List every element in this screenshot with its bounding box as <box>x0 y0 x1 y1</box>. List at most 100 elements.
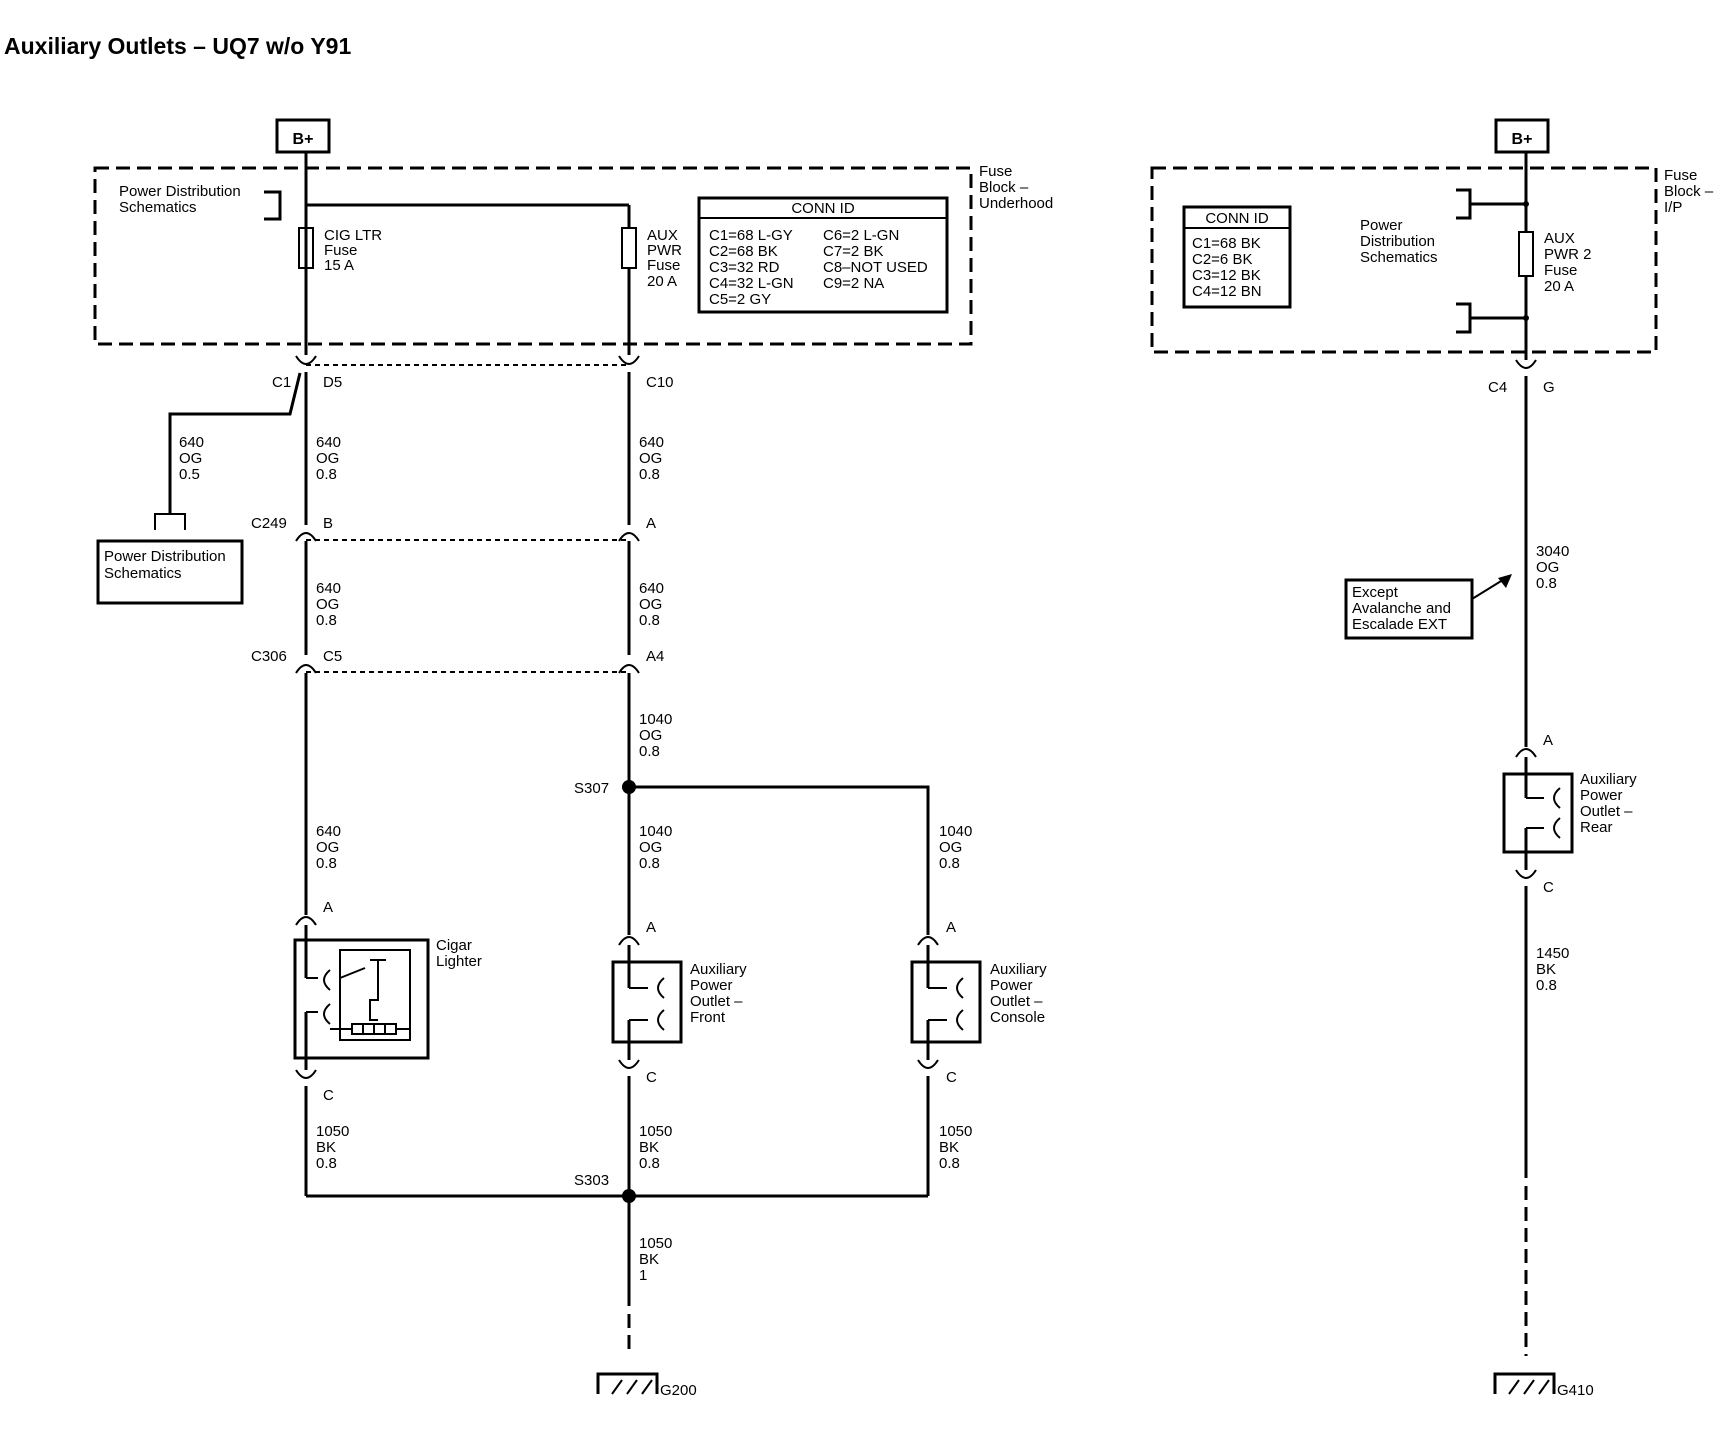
svg-text:Block –: Block – <box>979 179 1029 196</box>
svg-text:Auxiliary: Auxiliary <box>690 961 747 978</box>
svg-text:A: A <box>946 919 956 936</box>
svg-text:B+: B+ <box>293 131 314 148</box>
ground-g200: G200 <box>596 1372 697 1399</box>
svg-text:640: 640 <box>179 434 204 451</box>
svg-text:C2=6 BK: C2=6 BK <box>1192 251 1252 268</box>
svg-text:G410: G410 <box>1557 1382 1594 1399</box>
svg-text:Front: Front <box>690 1009 726 1026</box>
aux-power-outlet-rear: A Auxiliary Power Outlet – Rear C <box>1502 732 1637 896</box>
svg-text:640: 640 <box>316 434 341 451</box>
svg-text:Schematics: Schematics <box>104 565 182 582</box>
svg-text:15 A: 15 A <box>324 257 354 274</box>
svg-text:OG: OG <box>316 450 339 467</box>
svg-text:Schematics: Schematics <box>119 199 197 216</box>
svg-text:0.8: 0.8 <box>1536 977 1557 994</box>
svg-text:Cigar: Cigar <box>436 937 472 954</box>
svg-text:CONN ID: CONN ID <box>1205 210 1269 227</box>
svg-text:C249: C249 <box>251 515 287 532</box>
svg-text:C1: C1 <box>272 374 291 391</box>
aux-power-outlet-console: A Auxiliary Power Outlet – Console C <box>910 919 1047 1086</box>
svg-text:C9=2 NA: C9=2 NA <box>823 275 884 292</box>
svg-text:A: A <box>1543 732 1553 749</box>
svg-text:1040: 1040 <box>639 823 672 840</box>
svg-text:0.8: 0.8 <box>639 1155 660 1172</box>
svg-text:Console: Console <box>990 1009 1045 1026</box>
svg-text:Rear: Rear <box>1580 819 1613 836</box>
svg-text:Power Distribution: Power Distribution <box>104 548 226 565</box>
svg-text:0.8: 0.8 <box>1536 575 1557 592</box>
svg-text:C: C <box>646 1069 657 1086</box>
svg-text:Escalade EXT: Escalade EXT <box>1352 616 1447 633</box>
svg-text:0.8: 0.8 <box>639 743 660 760</box>
svg-text:Except: Except <box>1352 584 1399 601</box>
svg-text:AUX: AUX <box>1544 230 1575 247</box>
conn-id-table-ip: CONN ID C1=68 BK C2=6 BK C3=12 BK C4=12 … <box>1182 205 1292 309</box>
connector-d5-pin <box>295 355 317 365</box>
svg-text:OG: OG <box>639 596 662 613</box>
svg-text:C3=12 BK: C3=12 BK <box>1192 267 1261 284</box>
aux-power-outlet-front: A Auxiliary Power Outlet – Front C <box>611 919 747 1086</box>
svg-text:1450: 1450 <box>1536 945 1569 962</box>
svg-text:0.8: 0.8 <box>639 466 660 483</box>
svg-text:Outlet –: Outlet – <box>690 993 743 1010</box>
svg-text:OG: OG <box>639 450 662 467</box>
svg-text:CONN ID: CONN ID <box>791 200 855 217</box>
svg-text:OG: OG <box>179 450 202 467</box>
svg-text:0.8: 0.8 <box>316 466 337 483</box>
svg-text:C: C <box>323 1087 334 1104</box>
svg-text:OG: OG <box>316 596 339 613</box>
svg-text:0.8: 0.8 <box>316 1155 337 1172</box>
svg-text:C4=12 BN: C4=12 BN <box>1192 283 1262 300</box>
svg-text:C4=32 L-GN: C4=32 L-GN <box>709 275 794 292</box>
svg-text:Fuse: Fuse <box>647 257 680 274</box>
battery-right: B+ <box>1494 118 1550 154</box>
svg-text:B+: B+ <box>1512 131 1533 148</box>
svg-text:640: 640 <box>316 580 341 597</box>
svg-text:OG: OG <box>639 839 662 856</box>
svg-text:C: C <box>1543 879 1554 896</box>
svg-text:Fuse: Fuse <box>324 242 357 259</box>
svg-text:C5: C5 <box>323 648 342 665</box>
svg-text:640: 640 <box>316 823 341 840</box>
svg-text:0.8: 0.8 <box>939 1155 960 1172</box>
svg-text:Auxiliary: Auxiliary <box>1580 771 1637 788</box>
battery-left: B+ <box>275 118 331 154</box>
svg-text:A: A <box>323 899 333 916</box>
svg-text:Block –: Block – <box>1664 183 1714 200</box>
svg-text:0.8: 0.8 <box>939 855 960 872</box>
svg-text:BK: BK <box>1536 961 1556 978</box>
svg-text:Fuse: Fuse <box>1664 167 1697 184</box>
svg-text:AUX: AUX <box>647 227 678 244</box>
svg-text:A: A <box>646 515 656 532</box>
svg-text:1050: 1050 <box>939 1123 972 1140</box>
svg-text:C7=2 BK: C7=2 BK <box>823 243 883 260</box>
svg-text:S303: S303 <box>574 1172 609 1189</box>
svg-text:BK: BK <box>939 1139 959 1156</box>
svg-text:C4: C4 <box>1488 379 1507 396</box>
connector-c249-pin-b <box>295 532 317 542</box>
svg-text:0.8: 0.8 <box>316 612 337 629</box>
svg-text:OG: OG <box>1536 559 1559 576</box>
left-circuit-wires: C1 D5 C10 640 OG 0.5 640 OG 0.8 640 OG 0… <box>96 152 972 935</box>
svg-text:640: 640 <box>639 580 664 597</box>
svg-text:D5: D5 <box>323 374 342 391</box>
svg-text:C6=2 L-GN: C6=2 L-GN <box>823 227 899 244</box>
connector-c10-pin <box>618 355 640 365</box>
svg-text:Outlet –: Outlet – <box>990 993 1043 1010</box>
svg-text:Avalanche and: Avalanche and <box>1352 600 1451 617</box>
aux-pwr2-fuse <box>1518 231 1534 277</box>
svg-text:B: B <box>323 515 333 532</box>
pds-box-left: Power Distribution Schematics <box>96 539 244 605</box>
svg-text:0.5: 0.5 <box>179 466 200 483</box>
svg-text:C10: C10 <box>646 374 674 391</box>
svg-text:PWR: PWR <box>647 242 682 259</box>
svg-text:Underhood: Underhood <box>979 195 1053 212</box>
svg-text:BK: BK <box>316 1139 336 1156</box>
svg-text:20 A: 20 A <box>647 273 677 290</box>
svg-text:S307: S307 <box>574 780 609 797</box>
aux-pwr-fuse <box>621 227 637 269</box>
svg-text:Fuse: Fuse <box>1544 262 1577 279</box>
svg-text:BK: BK <box>639 1251 659 1268</box>
svg-text:G: G <box>1543 379 1555 396</box>
connector-c4-pin-g <box>1515 359 1537 369</box>
